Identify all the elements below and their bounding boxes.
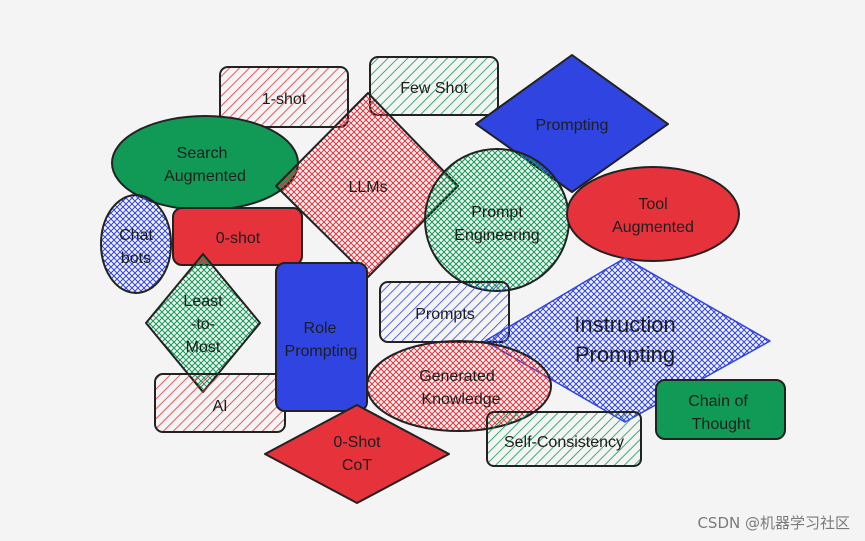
label-1-shot: 1-shot (262, 91, 307, 108)
label-instruction-prompting: Prompting (575, 342, 675, 367)
node-prompt-engineering: Prompt Engineering (424, 148, 570, 292)
node-0-shot-cot: 0-Shot CoT (264, 404, 450, 504)
node-chain-of-thought: Chain of Thought (655, 379, 786, 440)
label-self-consistency: Self-Consistency (504, 434, 624, 451)
label-prompts: Prompts (415, 306, 475, 323)
node-least-to-most: Least -to- Most (145, 253, 261, 393)
label-cot: CoT (342, 457, 372, 474)
label-0-shot-cot: 0-Shot (333, 434, 381, 451)
label-least: Least (183, 293, 223, 310)
node-tool-augmented: Tool Augmented (566, 166, 740, 262)
label-engineering: Engineering (454, 227, 539, 244)
node-role-prompting: Role Prompting (275, 262, 368, 412)
label-role: Role (304, 320, 337, 337)
label-prompting: Prompting (536, 117, 609, 134)
node-self-consistency: Self-Consistency (486, 411, 642, 467)
node-chat-bots: Chat bots (100, 194, 172, 294)
label-llms: LLMs (348, 179, 387, 196)
node-prompts: Prompts (379, 281, 510, 343)
node-few-shot: Few Shot (369, 56, 499, 116)
label-instruction: Instruction (574, 312, 676, 337)
watermark: CSDN @机器学习社区 (697, 514, 850, 532)
label-search: Search (177, 145, 228, 162)
label-ai: AI (212, 398, 227, 415)
label-knowledge: Knowledge (421, 391, 500, 408)
label-bots: bots (121, 250, 151, 267)
label-role-prompting: Prompting (285, 343, 358, 360)
label-augmented: Augmented (164, 168, 246, 185)
label-to: -to- (191, 316, 215, 333)
label-chain-of: Chain of (688, 393, 748, 410)
node-1-shot: 1-shot (219, 66, 349, 128)
label-prompt: Prompt (471, 204, 523, 221)
label-most: Most (186, 339, 221, 356)
label-generated: Generated (419, 368, 495, 385)
node-generated-knowledge: Generated Knowledge (366, 340, 552, 432)
label-few-shot: Few Shot (400, 80, 468, 97)
node-ai: AI (154, 373, 286, 433)
label-0-shot: 0-shot (216, 230, 261, 247)
label-chat: Chat (119, 227, 153, 244)
label-tool-augmented: Augmented (612, 219, 694, 236)
node-0-shot: 0-shot (172, 207, 303, 266)
label-tool: Tool (638, 196, 667, 213)
label-thought: Thought (692, 416, 751, 433)
